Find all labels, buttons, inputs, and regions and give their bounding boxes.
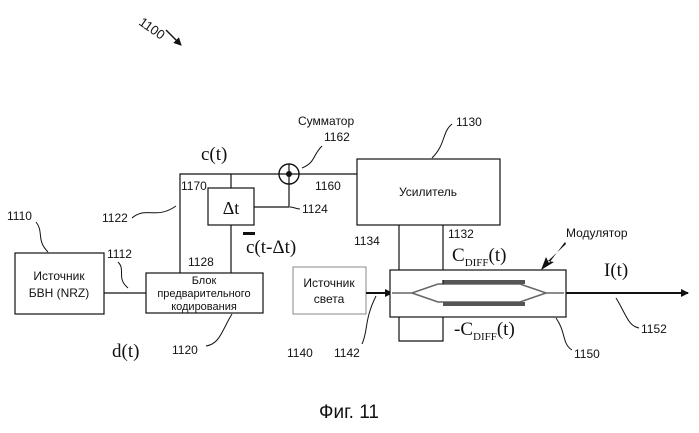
modulator-label: Модулятор: [566, 226, 628, 240]
precoder-label-1: Блок: [192, 275, 217, 287]
signal-c-diff: CDIFF(t): [452, 245, 506, 269]
leader-1162: [302, 146, 322, 168]
ref-1152: 1152: [641, 322, 667, 336]
wire-delay-summator: [254, 184, 289, 207]
summator-label: Сумматор: [298, 114, 354, 128]
ref-1140: 1140: [287, 346, 313, 360]
ref-1128: 1128: [188, 255, 214, 269]
precoder-label-2: предварительного: [157, 288, 250, 300]
signal-neg-c-diff: -CDIFF(t): [454, 319, 515, 343]
ref-1130: 1130: [456, 115, 482, 129]
leader-1150: [556, 318, 572, 350]
ref-1124: 1124: [302, 202, 328, 216]
modulator-pointer-arrow: [541, 242, 566, 270]
ref-1142: 1142: [334, 346, 360, 360]
figure-ref-number: 1100: [136, 14, 168, 42]
ref-1150: 1150: [574, 347, 600, 361]
modulator-block: [390, 270, 566, 317]
delayed-signal-bar: [243, 232, 255, 235]
leader-1110: [36, 222, 48, 252]
precoder-label-3: кодирования: [171, 301, 237, 313]
figure-caption: Фиг. 11: [319, 402, 379, 423]
electrode-lower: [443, 302, 525, 306]
leader-1152: [616, 298, 639, 328]
ref-1110: 1110: [7, 209, 32, 223]
figure-ref-arrow: [166, 30, 181, 45]
signal-c-t-delayed: c(t-Δt): [246, 237, 296, 258]
leader-1124: [290, 207, 300, 209]
ref-1160: 1160: [315, 179, 341, 193]
leader-1112: [118, 262, 128, 288]
source-block-label-1: Источник: [33, 269, 85, 283]
source-block: [15, 253, 104, 314]
signal-i-t: I(t): [604, 260, 628, 281]
delay-label: Δt: [223, 198, 240, 218]
signal-c-t: c(t): [201, 144, 227, 165]
light-source-label-2: света: [314, 292, 345, 306]
ref-1112: 1112: [107, 247, 132, 261]
light-source-block: [293, 267, 366, 314]
ref-1162: 1162: [324, 130, 350, 144]
ref-1170: 1170: [181, 179, 207, 193]
ref-1132: 1132: [448, 227, 474, 241]
summator-dot: [286, 171, 292, 177]
ref-1120: 1120: [172, 343, 198, 357]
signal-d-t: d(t): [112, 341, 139, 362]
source-block-label-2: БВН (NRZ): [29, 286, 90, 300]
leader-1122: [132, 206, 176, 218]
ref-1122: 1122: [102, 211, 128, 225]
light-source-label-1: Источник: [303, 276, 355, 290]
amplifier-label: Усилитель: [399, 185, 457, 199]
ref-1134: 1134: [354, 234, 380, 248]
leader-1120: [206, 314, 232, 346]
electrode-upper: [443, 280, 525, 284]
leader-1130: [432, 124, 452, 158]
